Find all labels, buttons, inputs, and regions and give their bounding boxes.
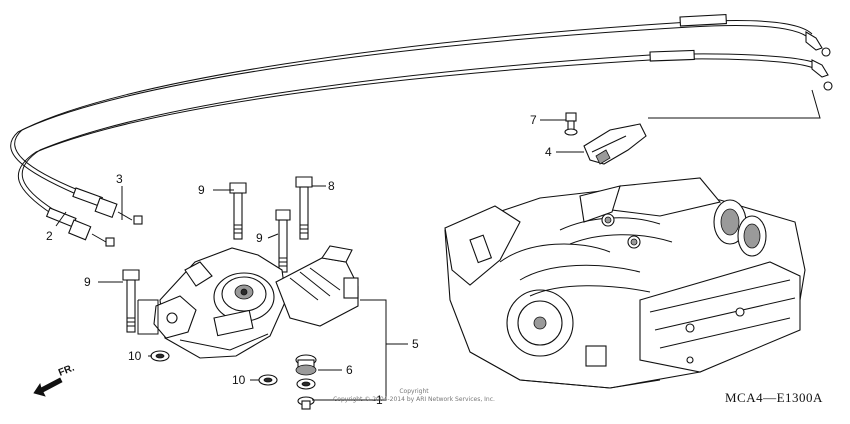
callout-2: 2 <box>46 229 53 243</box>
callout-9-upper: 9 <box>198 183 205 197</box>
front-direction-indicator: FR. <box>33 362 76 397</box>
callout-5: 5 <box>412 337 419 351</box>
callout-labels: 3 2 9 8 9 9 10 10 6 5 1 7 4 <box>46 113 552 407</box>
callout-4: 4 <box>545 145 552 159</box>
bolt-8 <box>295 176 313 240</box>
copyright-line-2: Copyright © 2004-2014 by ARI Network Ser… <box>333 396 495 403</box>
callout-10-lower: 10 <box>232 373 246 387</box>
callout-8: 8 <box>328 179 335 193</box>
bolt-9-middle <box>275 209 291 273</box>
callout-10-upper: 10 <box>128 349 142 363</box>
direction-label: FR. <box>57 362 76 378</box>
diagram-code: MCA4—E1300A <box>725 390 823 405</box>
washer-10-lower <box>258 374 278 386</box>
throttle-cables <box>10 14 833 247</box>
screw-1 <box>297 396 315 410</box>
callout-9-lower: 9 <box>84 275 91 289</box>
leader-lines <box>55 89 821 401</box>
grommet-6 <box>295 354 317 390</box>
copyright-line-1: Copyright <box>399 388 429 395</box>
bolt-9-upper <box>229 182 247 240</box>
callout-6: 6 <box>346 363 353 377</box>
cover-4 <box>583 123 647 165</box>
copyright-notice: Copyright Copyright © 2004-2014 by ARI N… <box>333 388 495 403</box>
bolt-9-lower <box>122 269 140 333</box>
direction-arrow-icon <box>33 377 63 397</box>
callout-1: 1 <box>376 393 383 407</box>
callout-3: 3 <box>116 172 123 186</box>
throttle-actuator-assembly <box>153 245 359 359</box>
callout-9-middle: 9 <box>256 231 263 245</box>
bolt-7 <box>564 112 578 136</box>
callout-7: 7 <box>530 113 537 127</box>
engine-block <box>444 177 806 389</box>
washer-10-upper <box>150 350 170 362</box>
